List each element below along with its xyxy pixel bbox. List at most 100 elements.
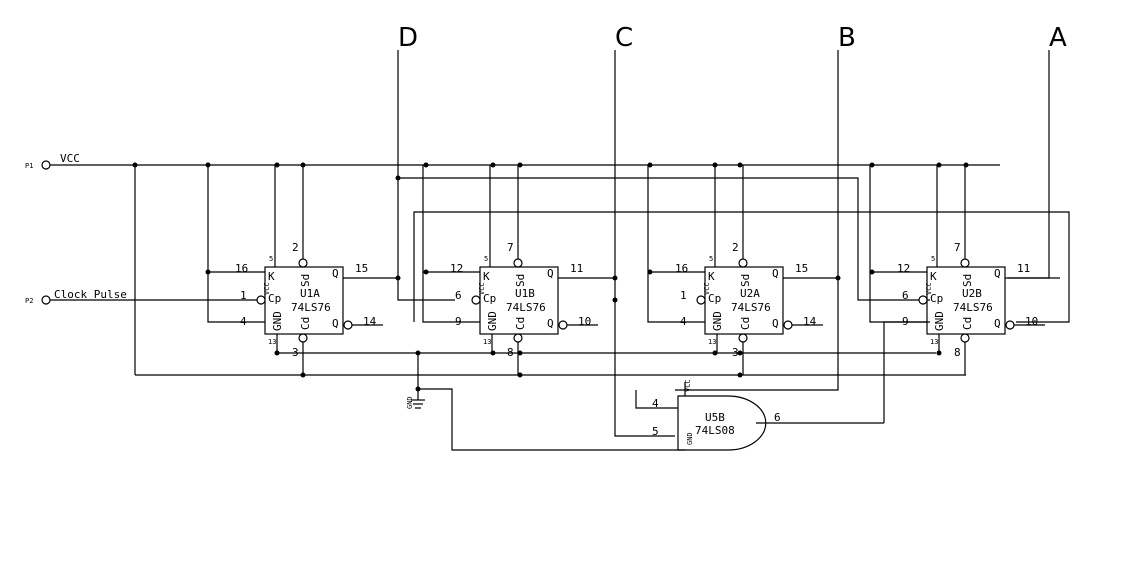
cp-label: Cp: [268, 292, 281, 305]
vcc-rail: [41, 160, 1000, 376]
pin-j: 12: [897, 262, 910, 275]
chip-ref: U1B: [515, 287, 535, 300]
pin-gnd: 13: [268, 338, 276, 346]
junction-dot: [132, 162, 138, 168]
sd-label: Sd: [514, 274, 527, 287]
pin-clk: 1: [240, 289, 247, 302]
pin-qn: 10: [1025, 315, 1038, 328]
qn-bubble: [783, 320, 793, 330]
sd-bubble: [298, 258, 308, 268]
sd-bubble: [738, 258, 748, 268]
pin-vcc: 5: [269, 255, 273, 263]
pin-sd: 2: [732, 241, 739, 254]
junction-dot: [490, 162, 496, 168]
clock-bubble: [256, 295, 266, 305]
j-wire: [647, 165, 705, 273]
k-wire: [422, 272, 480, 323]
ground-symbol: [411, 353, 425, 409]
pin-cd: 8: [507, 346, 514, 359]
qn-label: Q: [772, 317, 779, 330]
junction-dot: [395, 275, 401, 281]
junction-dot: [274, 350, 280, 356]
signal-label-b: B: [838, 23, 856, 53]
k-label: K: [930, 270, 937, 283]
ground-label: GND: [406, 396, 414, 409]
k-label: K: [708, 270, 715, 283]
pin-k: 9: [455, 315, 462, 328]
junction-dot: [517, 372, 523, 378]
gate-part: 74LS08: [695, 424, 735, 437]
pin-gnd: 13: [708, 338, 716, 346]
junction-dot: [869, 269, 875, 275]
d-clock-bus: [398, 177, 930, 301]
k-label: K: [483, 270, 490, 283]
signal-c-line: [614, 50, 675, 437]
k-label: K: [268, 270, 275, 283]
and-gate-body: [677, 395, 767, 451]
cd-label: Cd: [739, 317, 752, 330]
cd-bubble: [738, 333, 748, 343]
pin-sd: 7: [507, 241, 514, 254]
pin-cd: 3: [292, 346, 299, 359]
pin-cd: 3: [732, 346, 739, 359]
gnd-label: GND: [486, 311, 499, 331]
junction-dot: [963, 162, 969, 168]
q-label: Q: [547, 267, 554, 280]
signal-b-line: [675, 50, 839, 391]
pin-vcc: 5: [484, 255, 488, 263]
pin-clk: 6: [902, 289, 909, 302]
q-label: Q: [332, 267, 339, 280]
k-wire: [869, 272, 927, 323]
chip-ref: U2A: [740, 287, 760, 300]
pin-vcc: 5: [709, 255, 713, 263]
port-p1-label: VCC: [60, 152, 80, 165]
gate-pin-out: 6: [774, 411, 781, 424]
junction-dot: [415, 386, 421, 392]
junction-dot: [517, 162, 523, 168]
pin-j: 16: [675, 262, 688, 275]
sd-label: Sd: [961, 274, 974, 287]
chip-part: 74LS76: [953, 301, 993, 314]
gnd-label: GND: [711, 311, 724, 331]
cp-label: Cp: [930, 292, 943, 305]
junction-dot: [517, 350, 523, 356]
junction-dot: [737, 372, 743, 378]
flipflop-u1b: [422, 165, 613, 375]
junction-dot: [205, 162, 211, 168]
pin-cd: 8: [954, 346, 961, 359]
junction-dot: [737, 350, 743, 356]
gnd-label: GND: [933, 311, 946, 331]
cd-label: Cd: [514, 317, 527, 330]
q-label: Q: [772, 267, 779, 280]
feedback-bus: [413, 211, 1070, 323]
pin-qn: 14: [363, 315, 377, 328]
signal-label-a: A: [1049, 23, 1067, 53]
pin-vcc: 5: [931, 255, 935, 263]
vcc-label: VCC: [703, 282, 711, 295]
junction-dot: [300, 372, 306, 378]
cp-label: Cp: [483, 292, 496, 305]
clock-bubble: [471, 295, 481, 305]
gate-vcc-label: VCC: [684, 379, 692, 392]
pin-k: 4: [680, 315, 687, 328]
pin-q: 15: [355, 262, 368, 275]
q-label: Q: [994, 267, 1001, 280]
junction-dot: [936, 162, 942, 168]
chip-part: 74LS76: [506, 301, 546, 314]
pin-clk: 1: [680, 289, 687, 302]
cd-bubble: [960, 333, 970, 343]
chip-ref: U1A: [300, 287, 320, 300]
junction-dot: [737, 162, 743, 168]
gate-ref: U5B: [705, 411, 725, 424]
pin-q: 11: [1017, 262, 1030, 275]
vcc-label: VCC: [925, 282, 933, 295]
pin-sd: 2: [292, 241, 299, 254]
port-p2-label: Clock Pulse: [54, 288, 127, 301]
gnd-label: GND: [271, 311, 284, 331]
pin-q: 15: [795, 262, 808, 275]
qn-label: Q: [547, 317, 554, 330]
chip-part: 74LS76: [731, 301, 771, 314]
pin-gnd: 13: [483, 338, 491, 346]
